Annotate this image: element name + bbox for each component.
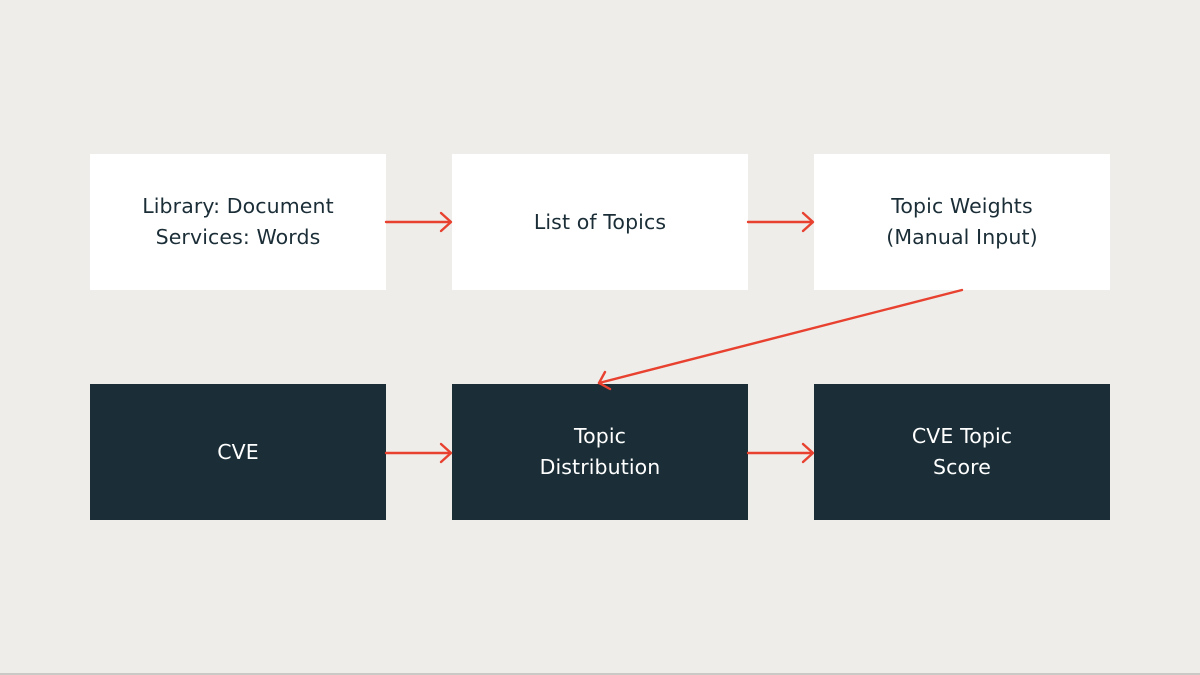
node-label: Library: Document Services: Words bbox=[142, 191, 334, 253]
node-label: Topic Weights (Manual Input) bbox=[886, 191, 1038, 253]
bottom-divider bbox=[0, 673, 1200, 675]
node-label-line: CVE bbox=[217, 439, 259, 464]
node-label-line: Distribution bbox=[539, 455, 661, 479]
arrow-distribution-to-score bbox=[746, 442, 815, 464]
node-label-line: CVE Topic bbox=[911, 424, 1013, 448]
node-label-line: List of Topics bbox=[533, 209, 667, 234]
node-library-document-services-words: Library: Document Services: Words bbox=[90, 154, 386, 290]
node-label-line: Library: Document bbox=[142, 194, 334, 218]
arrow-library-to-topics bbox=[384, 211, 453, 233]
arrow-weights-to-distribution bbox=[597, 288, 964, 391]
node-label-line: Topic bbox=[573, 424, 627, 448]
node-label: CVE Topic Score bbox=[912, 421, 1012, 483]
node-list-of-topics: List of Topics bbox=[452, 154, 748, 290]
node-label-line: Score bbox=[933, 455, 991, 479]
node-label: CVE bbox=[217, 437, 259, 468]
node-cve: CVE bbox=[90, 384, 386, 520]
node-topic-distribution: Topic Distribution bbox=[452, 384, 748, 520]
arrow-cve-to-distribution bbox=[384, 442, 453, 464]
arrow-topics-to-weights bbox=[746, 211, 815, 233]
node-label-line: (Manual Input) bbox=[886, 225, 1038, 249]
node-topic-weights: Topic Weights (Manual Input) bbox=[814, 154, 1110, 290]
node-label-line: Services: Words bbox=[155, 225, 321, 249]
node-cve-topic-score: CVE Topic Score bbox=[814, 384, 1110, 520]
node-label: Topic Distribution bbox=[540, 421, 661, 483]
node-label-line: Topic Weights bbox=[891, 194, 1033, 218]
node-label: List of Topics bbox=[534, 207, 666, 238]
